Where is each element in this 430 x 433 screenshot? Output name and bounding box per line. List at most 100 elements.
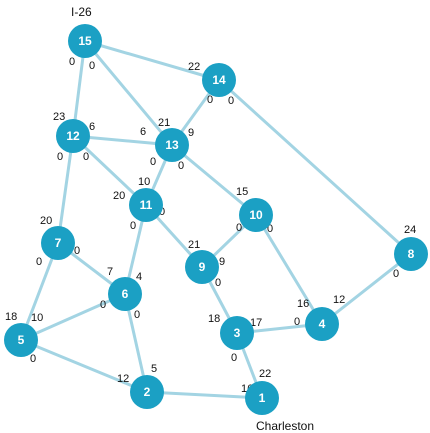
node-label-11: 11 — [140, 198, 153, 212]
node-label-12: 12 — [66, 129, 80, 143]
edge-label-14-8-to: 24 — [404, 224, 416, 236]
edge-label-8-4-from: 0 — [393, 268, 399, 280]
edge-label-6-5-from: 0 — [100, 299, 106, 311]
edge-5-2 — [19, 338, 149, 394]
node-circle-7 — [41, 226, 75, 260]
edge-15-13 — [83, 39, 174, 147]
node-label-5: 5 — [18, 333, 25, 347]
edge-label-7-5-to: 18 — [5, 311, 17, 323]
node-label-7: 7 — [55, 236, 62, 250]
edge-label-11-9-to: 21 — [188, 239, 200, 251]
node-11: 11 — [129, 188, 163, 222]
edge-label-15-12-to: 23 — [53, 111, 65, 123]
node-circle-9 — [185, 250, 219, 284]
node-circle-3 — [220, 316, 254, 350]
node-circle-15 — [68, 24, 102, 58]
edge-8-4 — [320, 252, 413, 326]
node-circle-4 — [305, 307, 339, 341]
edge-label-13-11-to: 10 — [138, 176, 150, 188]
node-label-14: 14 — [212, 73, 226, 87]
node-15: 15 — [68, 24, 102, 58]
edge-14-8 — [217, 78, 413, 256]
sink-annotation: Charleston — [256, 419, 314, 433]
edge-label-5-2-to: 12 — [117, 373, 129, 385]
edge-label-6-2-to: 5 — [151, 363, 157, 375]
edge-label-15-12-from: 0 — [69, 56, 75, 68]
node-7: 7 — [41, 226, 75, 260]
node-label-4: 4 — [319, 317, 326, 331]
edge-label-15-13-from: 0 — [89, 60, 95, 72]
node-circle-5 — [4, 323, 38, 357]
edge-10-4 — [254, 213, 324, 326]
edge-label-15-14-to: 22 — [188, 61, 200, 73]
edge-label-3-4-from: 17 — [250, 317, 262, 329]
edge-label-9-3-to: 18 — [208, 313, 220, 325]
edge-label-12-13-from: 6 — [89, 121, 95, 133]
edge-7-5 — [19, 241, 60, 342]
edge-label-10-4-from: 0 — [267, 223, 273, 235]
node-4: 4 — [305, 307, 339, 341]
edge-label-11-6-to: 4 — [136, 271, 142, 283]
edge-label-6-5-to: 10 — [31, 312, 43, 324]
node-circle-12 — [56, 119, 90, 153]
node-circle-14 — [202, 63, 236, 97]
edge-label-12-7-to: 20 — [40, 215, 52, 227]
node-10: 10 — [239, 198, 273, 232]
node-label-2: 2 — [144, 385, 151, 399]
edge-label-11-6-from: 0 — [130, 220, 136, 232]
node-6: 6 — [108, 277, 142, 311]
edge-label-12-11-to: 20 — [113, 190, 125, 202]
edge-label-9-3-from: 0 — [215, 277, 221, 289]
node-13: 13 — [155, 128, 189, 162]
node-label-15: 15 — [78, 34, 92, 48]
edge-label-12-13-to: 6 — [140, 126, 146, 138]
node-label-10: 10 — [249, 208, 263, 222]
node-circle-8 — [394, 237, 428, 271]
node-label-6: 6 — [122, 287, 129, 301]
node-2: 2 — [130, 375, 164, 409]
edge-label-13-11-from: 0 — [150, 156, 156, 168]
edge-label-7-6-to: 7 — [107, 266, 113, 278]
edge-label-12-7-from: 0 — [57, 151, 63, 163]
node-5: 5 — [4, 323, 38, 357]
node-14: 14 — [202, 63, 236, 97]
node-3: 3 — [220, 316, 254, 350]
edge-label-6-2-from: 0 — [134, 309, 140, 321]
node-8: 8 — [394, 237, 428, 271]
node-1: 1 — [245, 381, 279, 415]
edge-label-15-13-to: 21 — [158, 117, 170, 129]
node-label-8: 8 — [408, 247, 415, 261]
edge-13-10 — [170, 143, 258, 217]
edge-label-3-1-to: 22 — [259, 368, 271, 380]
node-9: 9 — [185, 250, 219, 284]
edge-15-14 — [83, 39, 221, 82]
edge-label-10-9-to: 9 — [219, 256, 225, 268]
node-12: 12 — [56, 119, 90, 153]
edge-label-14-13-from: 0 — [207, 94, 213, 106]
edge-label-7-6-from: 0 — [74, 245, 80, 257]
node-label-9: 9 — [199, 260, 206, 274]
node-circle-11 — [129, 188, 163, 222]
edge-label-14-13-to: 9 — [188, 127, 194, 139]
node-circle-2 — [130, 375, 164, 409]
edge-2-1 — [145, 390, 264, 400]
edge-label-13-10-from: 0 — [178, 160, 184, 172]
edge-label-8-4-to: 12 — [333, 294, 345, 306]
edge-6-5 — [19, 292, 127, 342]
node-circle-10 — [239, 198, 273, 232]
node-circle-1 — [245, 381, 279, 415]
edge-12-7 — [56, 134, 75, 245]
edge-label-12-11-from: 0 — [83, 151, 89, 163]
edge-label-11-9-from: 0 — [159, 206, 165, 218]
edge-label-13-10-to: 15 — [236, 186, 248, 198]
edge-label-14-8-from: 0 — [228, 95, 234, 107]
node-circle-6 — [108, 277, 142, 311]
edge-label-10-9-from: 0 — [236, 222, 242, 234]
edge-label-7-5-from: 0 — [36, 256, 42, 268]
edge-label-3-1-from: 0 — [231, 352, 237, 364]
node-circle-13 — [155, 128, 189, 162]
source-annotation: I-26 — [71, 5, 92, 19]
